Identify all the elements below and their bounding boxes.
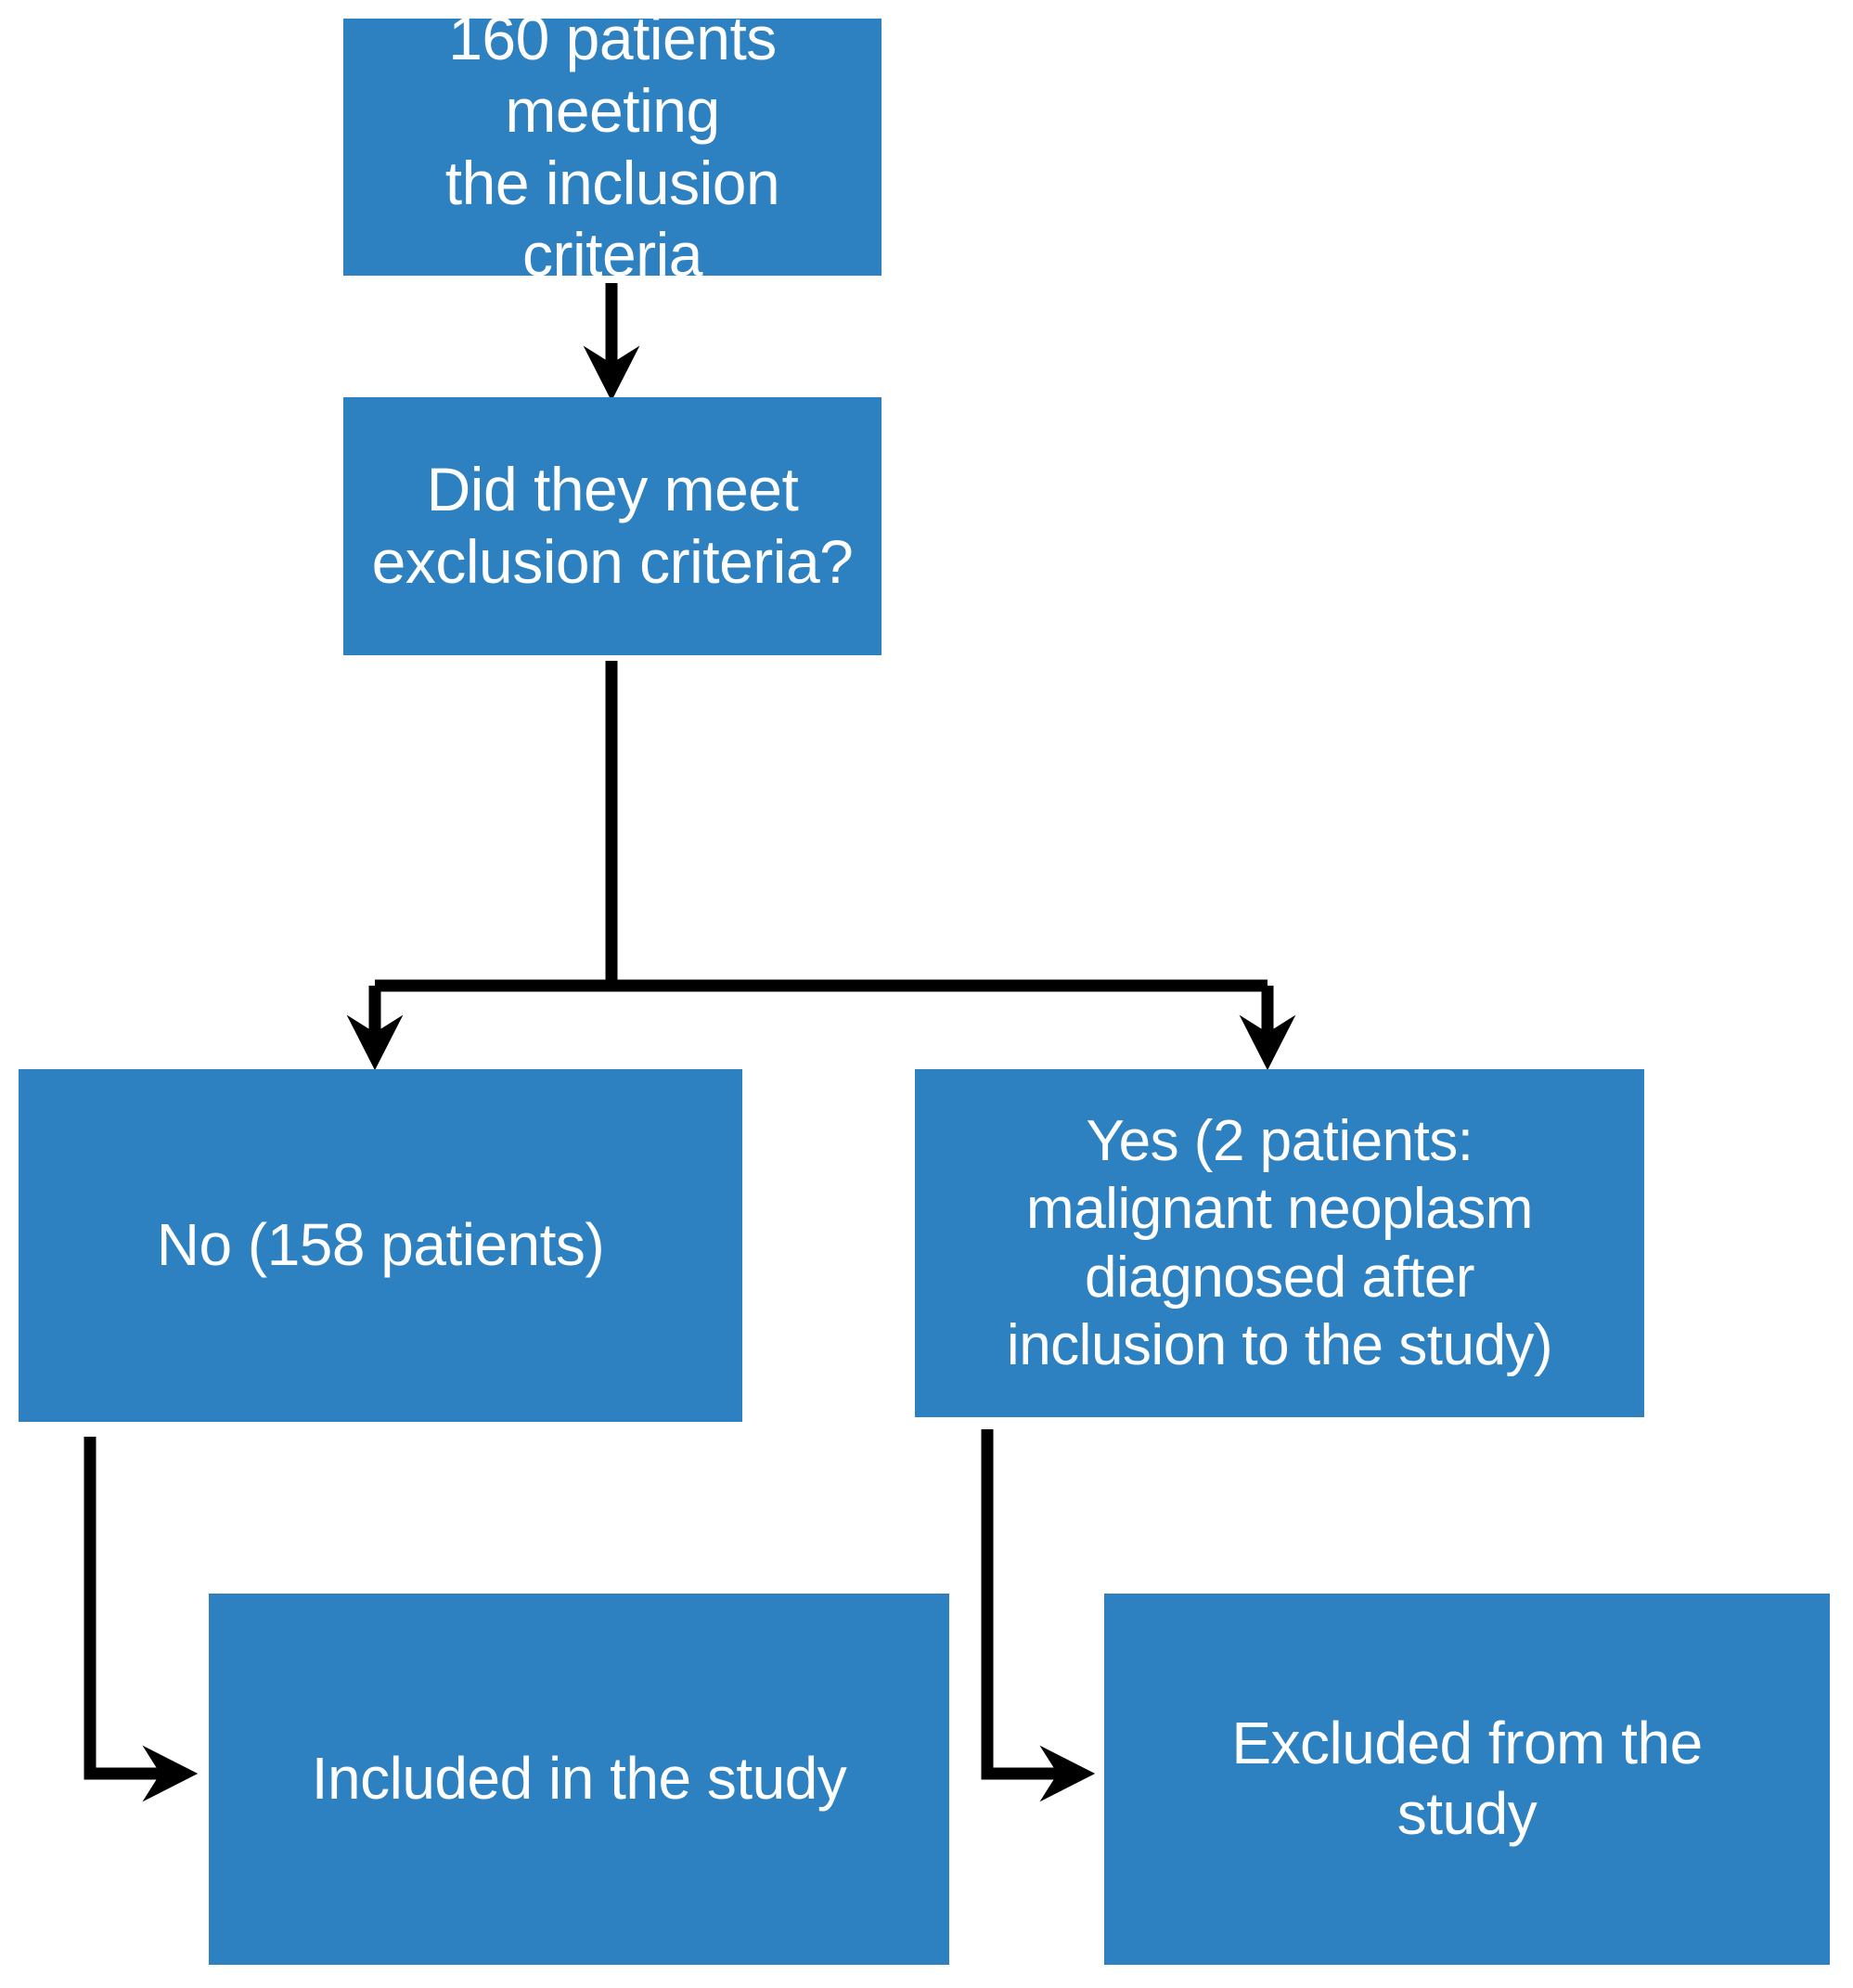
node-branch-no[interactable]: No (158 patients) bbox=[19, 1069, 742, 1422]
node-branch-no-label: No (158 patients) bbox=[156, 1211, 605, 1279]
node-excluded-from-study-label: Excluded from the study bbox=[1231, 1710, 1703, 1847]
node-source-population[interactable]: 160 patients meeting the inclusion crite… bbox=[343, 4, 881, 289]
edge-question-branch-bus bbox=[375, 661, 1268, 992]
node-excluded-from-study[interactable]: Excluded from the study bbox=[1104, 1594, 1830, 1965]
edge-no-to-included bbox=[84, 1437, 199, 1802]
node-included-in-study-label: Included in the study bbox=[311, 1745, 847, 1813]
node-source-population-label: 160 patients meeting the inclusion crite… bbox=[444, 3, 780, 290]
node-exclusion-question[interactable]: Did they meet exclusion criteria? bbox=[343, 397, 881, 655]
node-included-in-study[interactable]: Included in the study bbox=[209, 1594, 949, 1965]
edge-yes-to-excluded bbox=[981, 1429, 1096, 1802]
node-branch-yes-label: Yes (2 patients: malignant neoplasm diag… bbox=[1006, 1109, 1553, 1377]
node-branch-yes[interactable]: Yes (2 patients: malignant neoplasm diag… bbox=[915, 1069, 1644, 1417]
node-exclusion-question-label: Did they meet exclusion criteria? bbox=[371, 455, 854, 596]
